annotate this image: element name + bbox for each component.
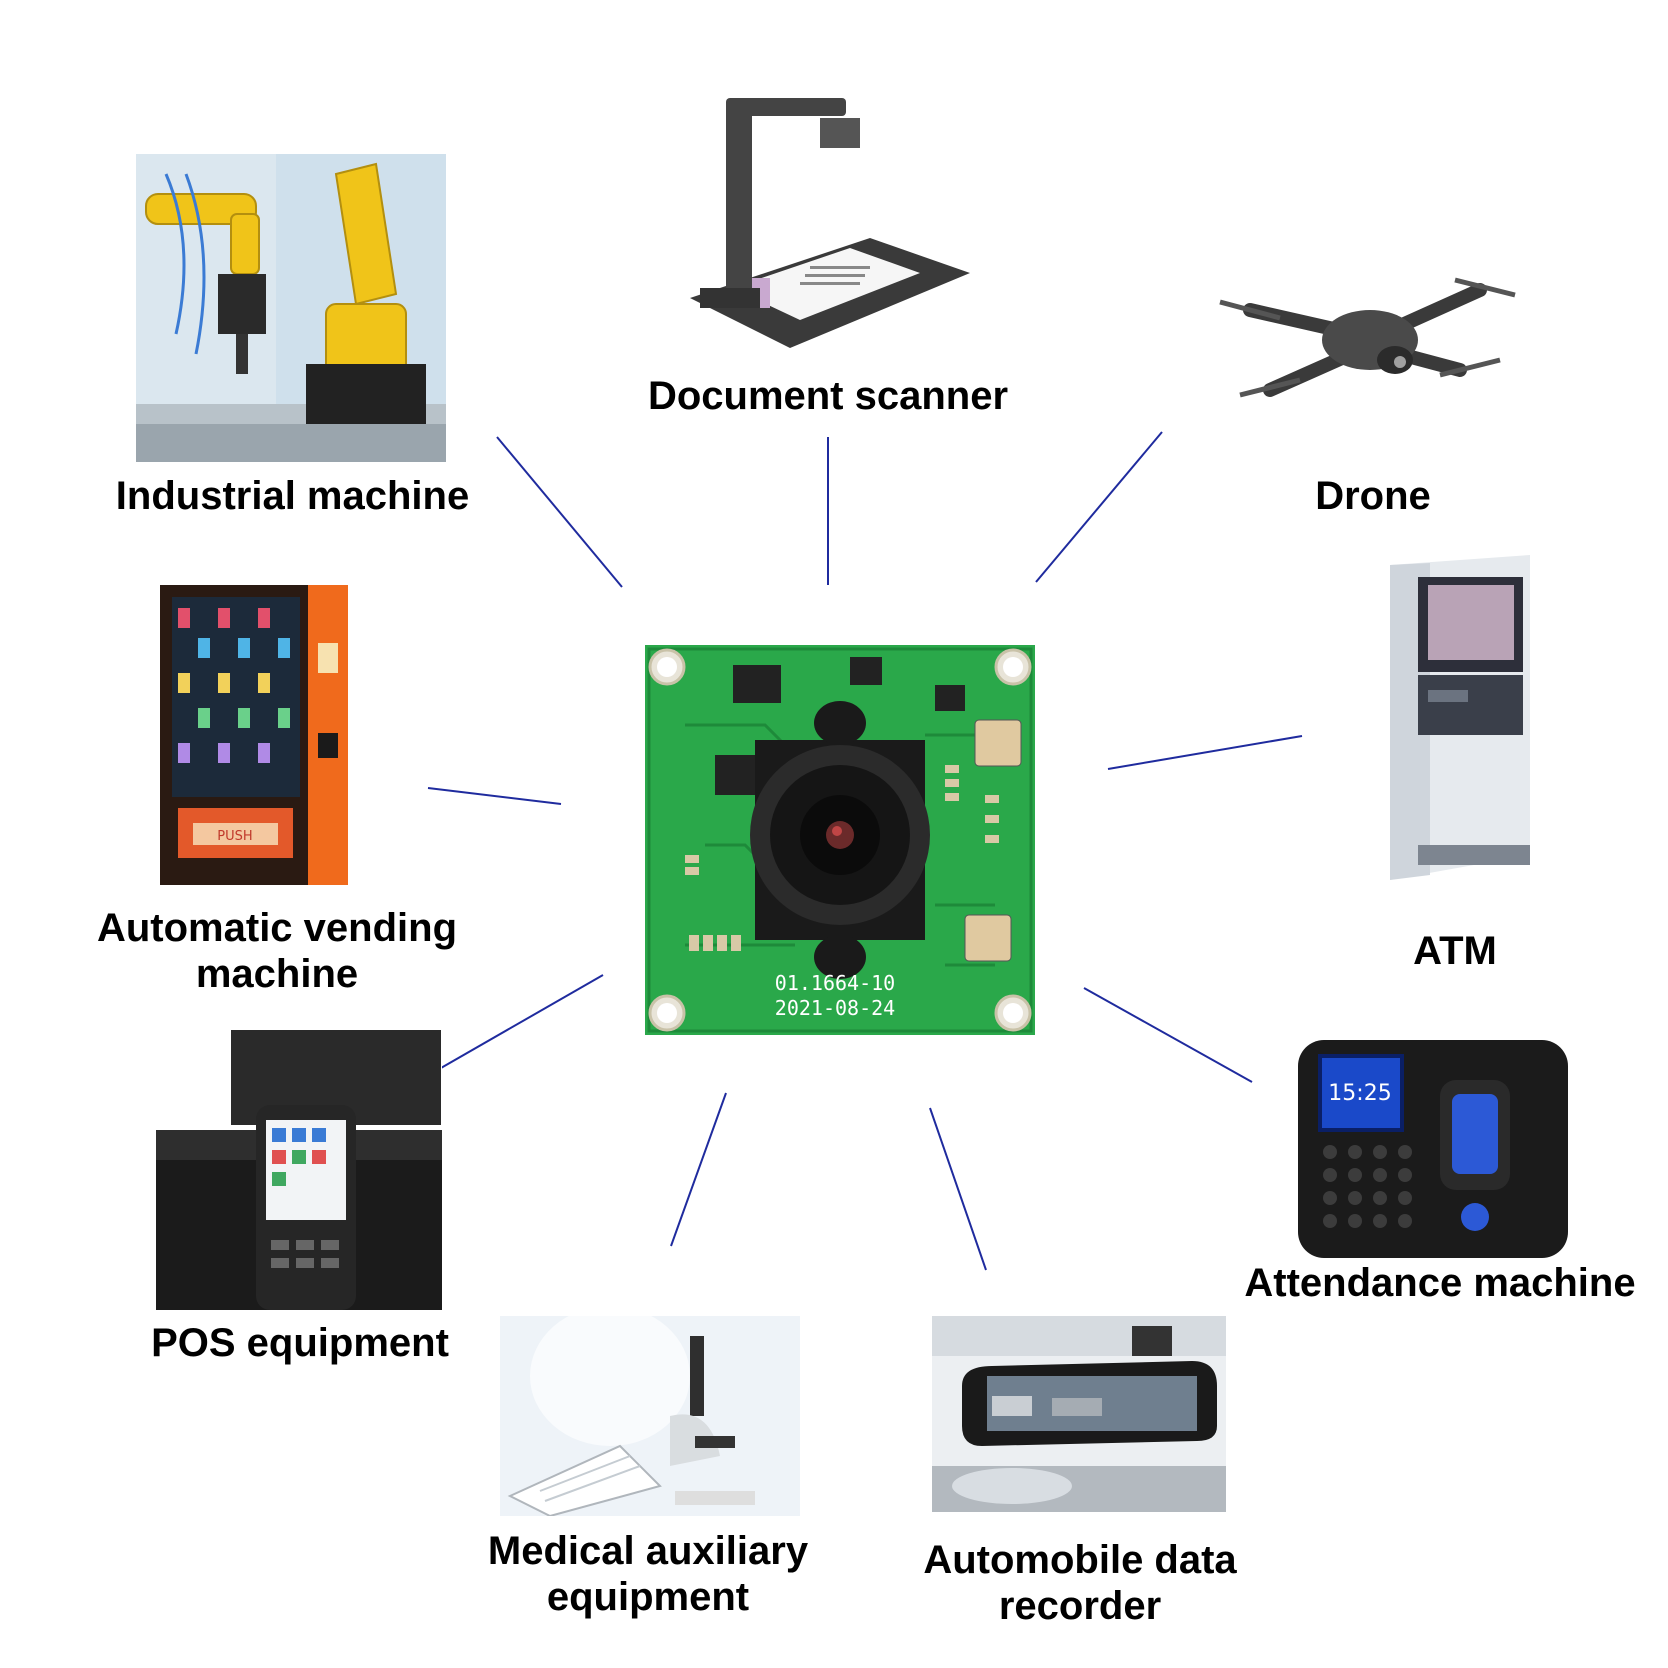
label-automobile-data-recorder: Automobile data recorder bbox=[923, 1538, 1237, 1628]
label-atm: ATM bbox=[1413, 929, 1497, 973]
connector-atm bbox=[1107, 735, 1303, 770]
label-drone: Drone bbox=[1315, 474, 1431, 518]
connector-vending bbox=[427, 787, 562, 805]
label-industrial-machine: Industrial machine bbox=[115, 474, 470, 518]
connector-pos bbox=[433, 974, 604, 1073]
mirror-dashcam-icon bbox=[932, 1316, 1226, 1512]
label-medical-auxiliary-equipment: Medical auxiliary equipment bbox=[487, 1529, 809, 1619]
label-pos-equipment: POS equipment bbox=[151, 1321, 449, 1365]
connector-drone bbox=[1035, 431, 1163, 583]
robot-arm-icon bbox=[136, 154, 446, 462]
pcb-silkscreen-line1: 01.1664-10 bbox=[775, 971, 895, 995]
pcb-silkscreen-line2: 2021-08-24 bbox=[775, 996, 895, 1020]
fingerprint-terminal-icon: 15:25 bbox=[1290, 1032, 1575, 1262]
connector-medical bbox=[670, 1092, 727, 1247]
atm-icon bbox=[1370, 555, 1540, 900]
pos-terminal-icon bbox=[156, 1030, 442, 1310]
label-document-scanner: Document scanner bbox=[647, 374, 1009, 418]
microscope-icon bbox=[500, 1316, 800, 1516]
document-scanner-icon bbox=[670, 88, 975, 368]
vending-push-label: PUSH bbox=[217, 829, 252, 844]
camera-module-pcb-icon: 01.1664-10 2021-08-24 bbox=[645, 645, 1035, 1035]
connector-dashcam bbox=[929, 1107, 987, 1271]
connector-industrial bbox=[496, 436, 623, 588]
label-attendance-machine: Attendance machine bbox=[1244, 1261, 1636, 1305]
attendance-screen-time: 15:25 bbox=[1328, 1081, 1391, 1106]
drone-icon bbox=[1210, 240, 1530, 450]
connector-attendance bbox=[1083, 987, 1253, 1083]
vending-machine-icon: PUSH bbox=[158, 583, 358, 893]
label-automatic-vending-machine: Automatic vending machine bbox=[96, 906, 458, 996]
